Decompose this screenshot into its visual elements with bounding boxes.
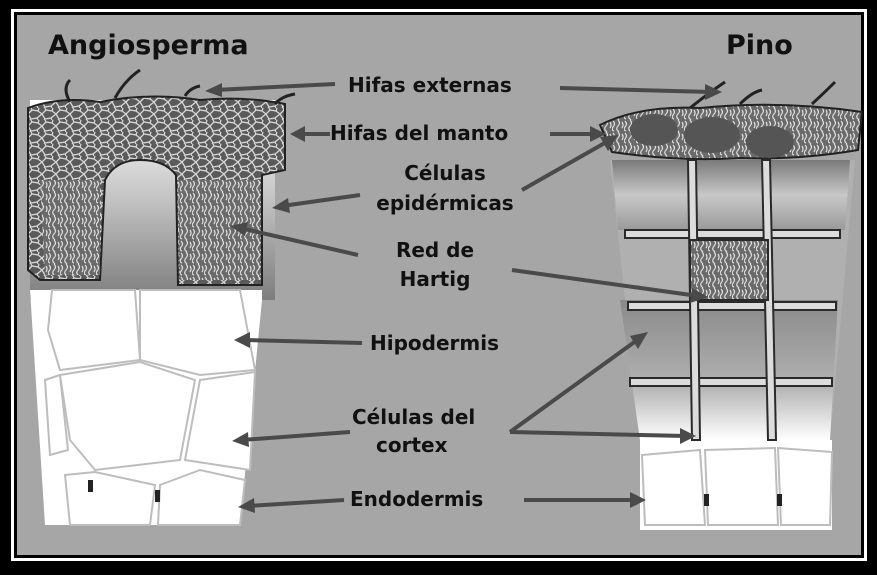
label-celulas-cortex-2: cortex <box>376 432 447 458</box>
label-red-hartig-1: Red de <box>370 237 500 263</box>
title-pino: Pino <box>726 30 793 61</box>
label-celulas-cortex-1: Células del <box>352 404 475 430</box>
title-angiosperma: Angiosperma <box>48 30 249 61</box>
label-celulas-epidermicas-2: epidérmicas <box>370 190 520 216</box>
label-endodermis: Endodermis <box>350 486 483 512</box>
label-hifas-externas: Hifas externas <box>348 72 512 98</box>
label-hifas-manto: Hifas del manto <box>330 120 508 146</box>
label-celulas-epidermicas-1: Células <box>370 160 520 186</box>
label-hipodermis: Hipodermis <box>370 330 499 356</box>
label-red-hartig-2: Hartig <box>370 266 500 292</box>
